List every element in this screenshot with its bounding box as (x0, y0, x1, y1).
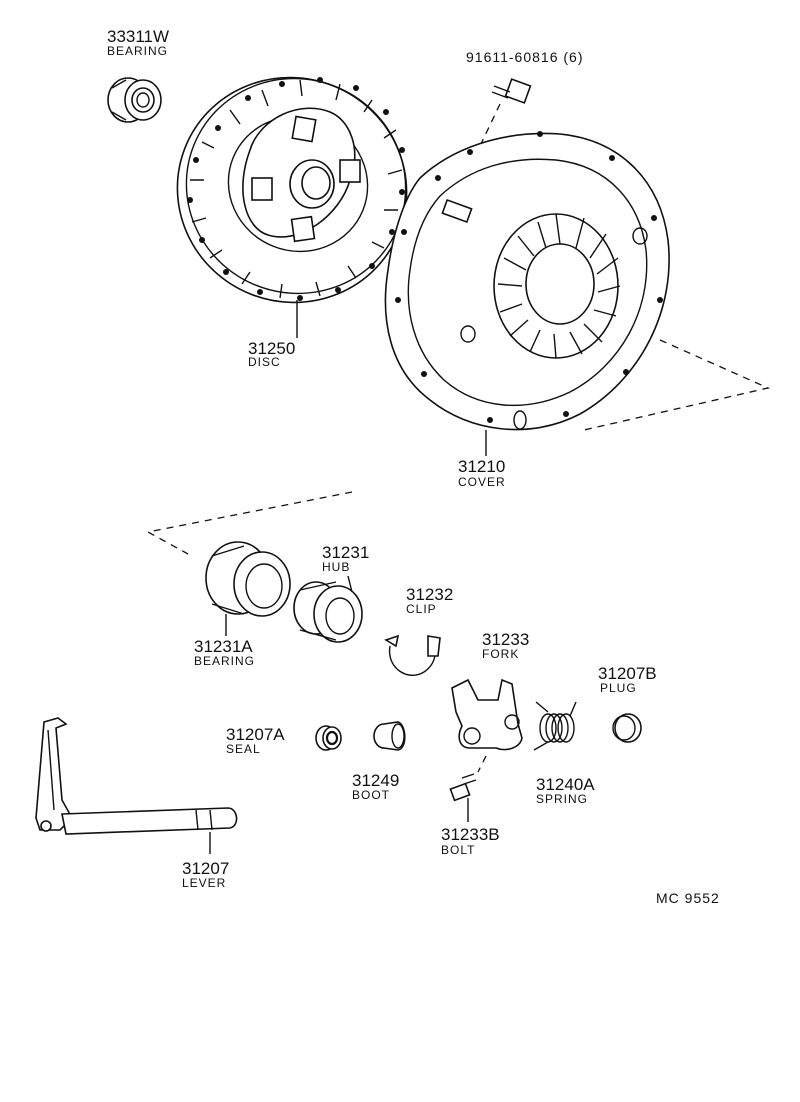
part-label-31249: 31249 BOOT (352, 771, 399, 802)
plug-drawing (612, 713, 642, 743)
part-name: CLIP (406, 602, 437, 616)
fork-drawing (451, 678, 523, 773)
part-number: 31231A (194, 637, 253, 656)
part-label-31210: 31210 COVER (458, 457, 506, 489)
pilot-bearing-drawing (107, 77, 162, 123)
cover-bolt-drawing (479, 78, 532, 147)
part-name: FORK (482, 647, 519, 661)
diagram-code: MC 9552 (656, 890, 720, 906)
clutch-disc-drawing (176, 76, 408, 338)
part-label-33311w: 33311W BEARING (107, 27, 169, 58)
part-name: SPRING (536, 792, 588, 806)
lever-drawing (35, 717, 238, 854)
part-name: HUB (322, 560, 350, 574)
fork-bolt-drawing (449, 773, 477, 822)
part-number: 31249 (352, 771, 399, 790)
part-number: 31207A (226, 725, 285, 744)
part-label-31232: 31232 CLIP (406, 585, 453, 616)
part-label-31233: 31233 FORK (482, 630, 529, 661)
part-number: 31240A (536, 775, 595, 794)
assembly-guide-lines (146, 339, 771, 555)
part-name: LEVER (182, 876, 226, 890)
part-label-31207a: 31207A SEAL (226, 725, 285, 756)
part-label-31231: 31231 HUB (322, 543, 369, 574)
part-label-31240a: 31240A SPRING (536, 775, 595, 806)
seal-drawing (315, 725, 342, 751)
part-label-31207: 31207 LEVER (182, 859, 229, 890)
part-name: PLUG (600, 681, 637, 695)
clip-drawing (384, 634, 441, 676)
part-name: BEARING (194, 654, 255, 668)
part-number: 91611-60816 (6) (466, 49, 583, 65)
part-number: 31210 (458, 457, 505, 476)
part-label-31250: 31250 DISC (248, 339, 295, 369)
spring-drawing (533, 701, 577, 751)
part-number: 31233 (482, 630, 529, 649)
part-label-31207b: 31207B PLUG (598, 664, 657, 695)
part-name: BOOT (352, 788, 390, 802)
part-label-31231a: 31231A BEARING (194, 637, 255, 668)
part-number: 33311W (107, 27, 169, 46)
part-number: 31250 (248, 339, 295, 358)
part-name: COVER (458, 475, 506, 489)
boot-drawing (373, 721, 406, 751)
part-label-31233b: 31233B BOLT (441, 825, 500, 857)
part-number: 31233B (441, 825, 500, 844)
clutch-cover-drawing (384, 131, 670, 456)
part-name: DISC (248, 355, 281, 369)
part-name: SEAL (226, 742, 261, 756)
part-number: 31232 (406, 585, 453, 604)
release-bearing-drawing (205, 541, 291, 636)
part-name: BOLT (441, 843, 475, 857)
hub-drawing (293, 575, 363, 643)
part-name: BEARING (107, 44, 168, 58)
part-number: 31231 (322, 543, 369, 562)
part-number: 31207 (182, 859, 229, 878)
part-label-91611: 91611-60816 (6) (466, 49, 583, 65)
part-number: 31207B (598, 664, 657, 683)
